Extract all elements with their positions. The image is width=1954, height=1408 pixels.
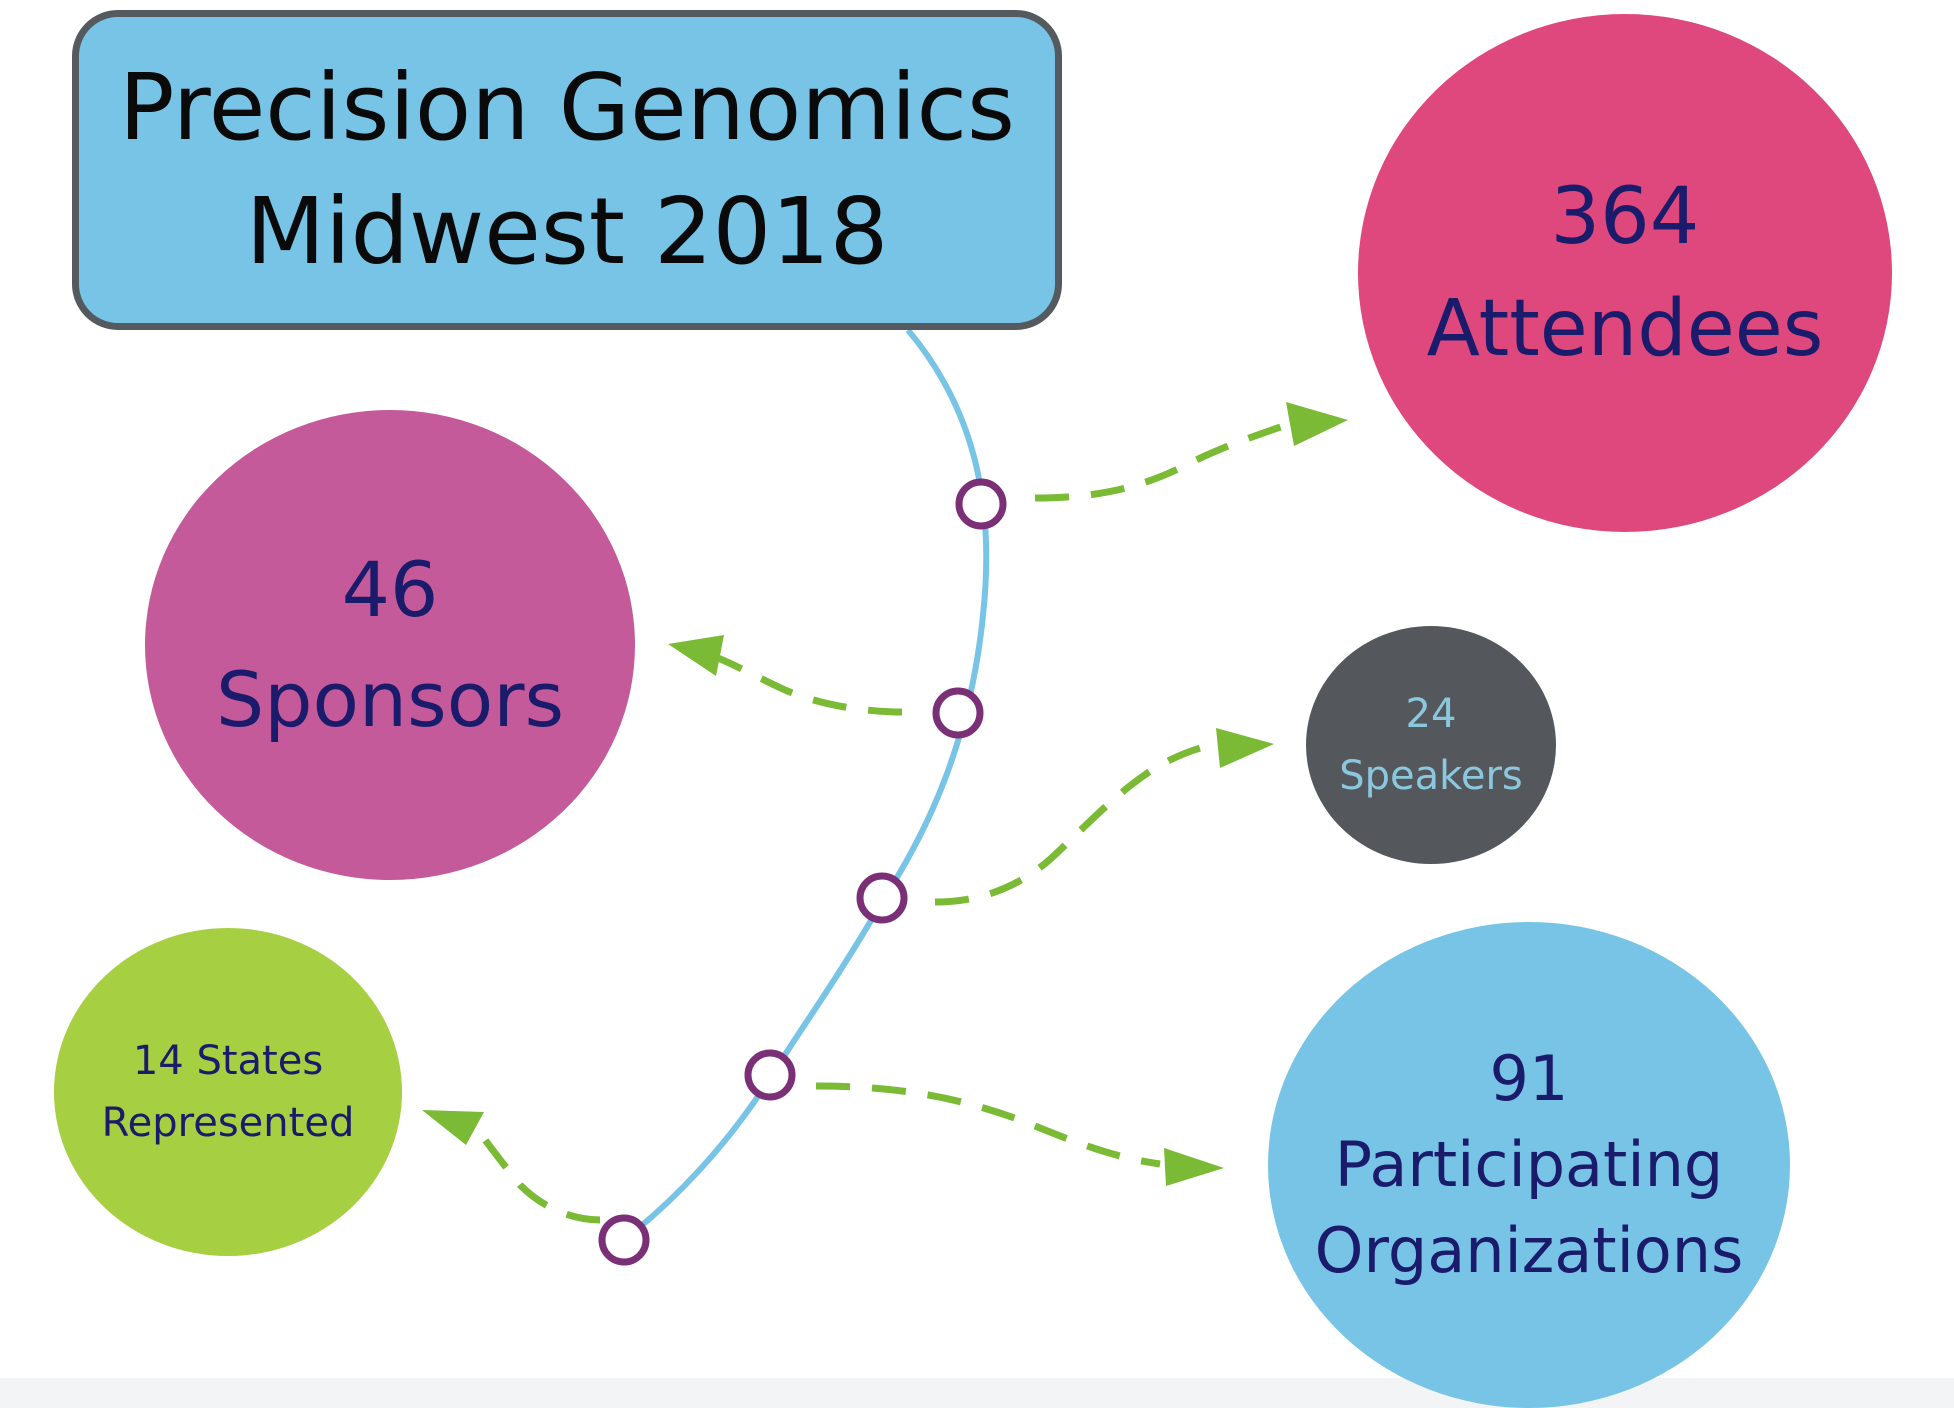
attendees-label: Attendees	[1426, 284, 1824, 374]
timeline-spine	[622, 328, 990, 1243]
title-box: Precision Genomics Midwest 2018	[72, 10, 1062, 330]
speakers-label: Speakers	[1339, 753, 1523, 799]
arrowhead-speakers	[1216, 728, 1274, 768]
sponsors-number: 46	[341, 545, 439, 634]
states-line-2: Represented	[101, 1100, 355, 1146]
organizations-label-line-2: Organizations	[1314, 1214, 1744, 1287]
sponsors-label: Sponsors	[215, 655, 565, 744]
title-line-2: Midwest 2018	[245, 178, 889, 285]
organizations-label-line-1: Participating	[1334, 1128, 1724, 1201]
speakers-circle: 24 Speakers	[1306, 626, 1556, 864]
attendees-circle: 364 Attendees	[1358, 14, 1892, 532]
speakers-number: 24	[1405, 691, 1457, 737]
title-line-1: Precision Genomics	[119, 54, 1015, 161]
sponsors-circle: 46 Sponsors	[145, 410, 635, 880]
arrow-to-states	[475, 1127, 601, 1224]
node-organizations	[744, 1049, 796, 1101]
organizations-number: 91	[1489, 1042, 1569, 1115]
node-speakers	[856, 872, 908, 924]
node-attendees	[955, 478, 1007, 530]
arrow-to-sponsors	[716, 654, 903, 716]
node-states	[598, 1214, 650, 1266]
states-circle: 14 States Represented	[54, 928, 402, 1256]
arrowhead-attendees	[1286, 402, 1348, 446]
node-sponsors	[932, 687, 984, 739]
arrow-to-organizations	[815, 1082, 1161, 1168]
states-line-1: 14 States	[132, 1038, 324, 1084]
organizations-circle: 91 Participating Organizations	[1268, 922, 1790, 1408]
arrow-to-attendees	[1034, 416, 1302, 502]
arrowhead-organizations	[1164, 1148, 1224, 1186]
attendees-number: 364	[1550, 172, 1700, 262]
arrowhead-states	[422, 1110, 484, 1145]
arrow-to-speakers	[934, 741, 1221, 906]
arrowhead-sponsors	[668, 635, 724, 676]
